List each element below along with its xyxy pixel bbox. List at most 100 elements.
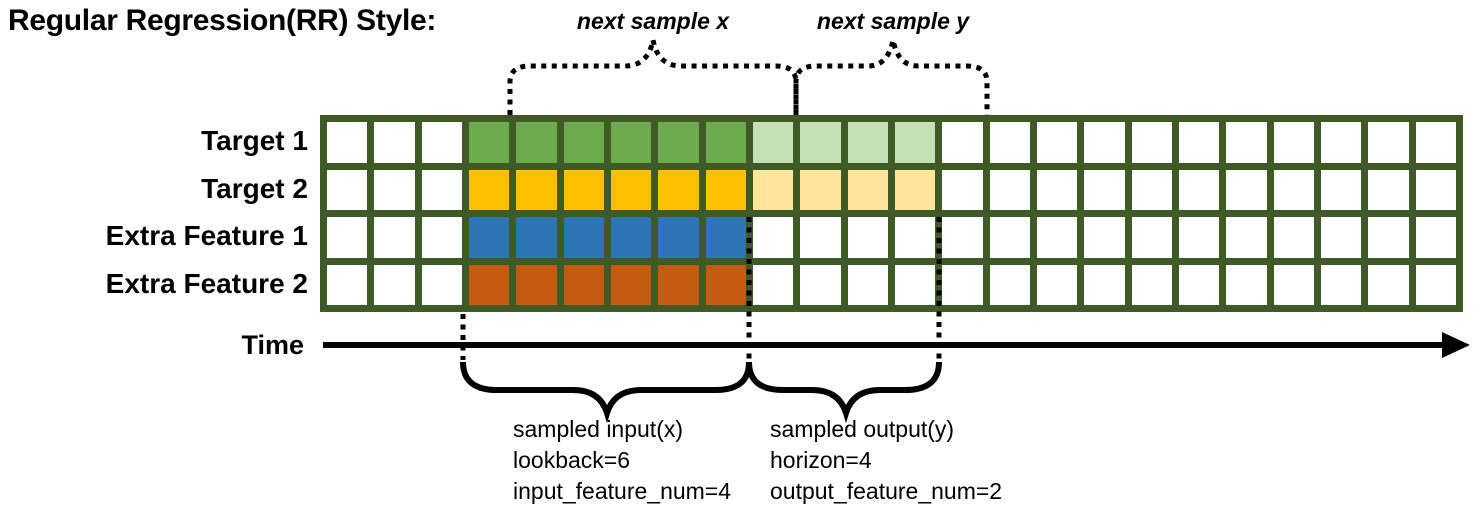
grid-cell-r2-c24 [1415,169,1456,210]
grid-cell-r4-c21 [1273,264,1314,305]
grid-cell-r2-c5 [516,169,557,210]
sampled-input-brace [460,361,752,424]
grid-cell-r4-c13 [894,264,936,305]
grid-cell-r1-c4 [468,122,510,163]
grid-cell-r4-c9 [705,264,746,305]
grid-cell-r3-c22 [1320,217,1362,258]
grid-cell-r3-c21 [1273,217,1314,258]
row-label-extra-feature-2: Extra Feature 2 [105,268,308,299]
grid-cell-r3-c7 [610,217,652,258]
grid-cell-r1-c16 [1036,122,1078,163]
sampled-output-title: sampled output(y) [770,416,955,442]
lookback-value: lookback=6 [513,447,630,473]
grid-cell-r1-c14 [942,122,983,163]
grid-cell-r1-c18 [1131,122,1172,163]
grid-cell-r4-c3 [421,264,462,305]
grid-cell-r4-c2 [374,264,415,305]
grid-cell-r1-c21 [1273,122,1314,163]
grid-cell-r1-c11 [800,122,841,163]
grid-cell-r1-c9 [705,122,746,163]
grid-cell-r4-c23 [1368,264,1409,305]
grid-cell-r2-c9 [705,169,746,210]
grid-cell-r1-c6 [563,122,604,163]
grid-cell-r3-c6 [563,217,604,258]
grid-cell-r3-c14 [942,217,983,258]
horizon-value: horizon=4 [770,447,872,473]
timeseries-grid [320,115,1463,312]
time-axis-label: Time [241,330,304,360]
time-axis-arrowhead-icon [1442,332,1470,358]
grid-cell-r4-c6 [563,264,604,305]
grid-cell-r3-c1 [327,217,368,258]
sampled-output-brace [746,361,942,424]
grid-cell-r4-c1 [327,264,368,305]
grid-cell-r1-c19 [1178,122,1220,163]
grid-cell-r2-c18 [1131,169,1172,210]
grid-cell-r2-c2 [374,169,415,210]
grid-cell-r3-c8 [658,217,699,258]
grid-cell-r4-c22 [1320,264,1362,305]
grid-cell-r1-c12 [847,122,888,163]
row-label-target-1: Target 1 [201,125,308,156]
sampled-input-annotation: sampled input(x) lookback=6 input_featur… [513,414,731,507]
grid-cell-r2-c1 [327,169,368,210]
next-sample-y-label: next sample y [816,8,970,34]
grid-cell-r4-c4 [468,264,510,305]
grid-cell-r2-c14 [942,169,983,210]
grid-cell-r1-c8 [658,122,699,163]
grid-cell-r3-c19 [1178,217,1220,258]
grid-cell-r2-c22 [1320,169,1362,210]
grid-cell-r2-c23 [1368,169,1409,210]
grid-cell-r3-c10 [752,217,794,258]
sampled-output-annotation: sampled output(y) horizon=4 output_featu… [770,414,1002,507]
grid-cell-r3-c11 [800,217,841,258]
grid-cell-r3-c3 [421,217,462,258]
grid-cell-r2-c10 [752,169,794,210]
grid-cell-r1-c17 [1084,122,1125,163]
grid-cell-r3-c15 [989,217,1030,258]
grid-cell-r4-c15 [989,264,1030,305]
grid-cell-r4-c18 [1131,264,1172,305]
grid-cell-r3-c13 [894,217,936,258]
grid-cell-r4-c5 [516,264,557,305]
grid-cell-r4-c17 [1084,264,1125,305]
grid-cell-r4-c10 [752,264,794,305]
grid-cell-r4-c20 [1226,264,1267,305]
grid-cell-r2-c4 [468,169,510,210]
row-label-target-2: Target 2 [201,173,308,204]
grid-cell-r2-c3 [421,169,462,210]
grid-cell-r2-c12 [847,169,888,210]
grid-cell-r4-c24 [1415,264,1456,305]
grid-cell-r2-c21 [1273,169,1314,210]
next-sample-y-brace [793,39,990,115]
grid-cell-r2-c6 [563,169,604,210]
grid-cell-r2-c16 [1036,169,1078,210]
grid-cell-r1-c5 [516,122,557,163]
grid-cell-r2-c20 [1226,169,1267,210]
grid-cell-r3-c16 [1036,217,1078,258]
grid-cell-r1-c1 [327,122,368,163]
next-sample-x-label: next sample x [576,8,730,34]
grid-cell-r2-c13 [894,169,936,210]
grid-cell-r1-c20 [1226,122,1267,163]
sampled-input-title: sampled input(x) [513,416,684,442]
output-feature-num-value: output_feature_num=2 [770,478,1003,504]
grid-cell-r3-c9 [705,217,746,258]
grid-cell-r4-c12 [847,264,888,305]
grid-cell-r3-c24 [1415,217,1456,258]
grid-cell-r4-c11 [800,264,841,305]
next-sample-x-brace [507,39,799,115]
grid-cell-r2-c11 [800,169,841,210]
grid-cell-r4-c19 [1178,264,1220,305]
grid-cell-r3-c2 [374,217,415,258]
grid-cell-r1-c15 [989,122,1030,163]
grid-cell-r1-c2 [374,122,415,163]
grid-cell-r3-c18 [1131,217,1172,258]
grid-cell-r2-c8 [658,169,699,210]
grid-cell-r4-c14 [942,264,983,305]
grid-cell-r4-c7 [610,264,652,305]
grid-cell-r3-c12 [847,217,888,258]
grid-cell-r4-c16 [1036,264,1078,305]
grid-cell-r2-c15 [989,169,1030,210]
